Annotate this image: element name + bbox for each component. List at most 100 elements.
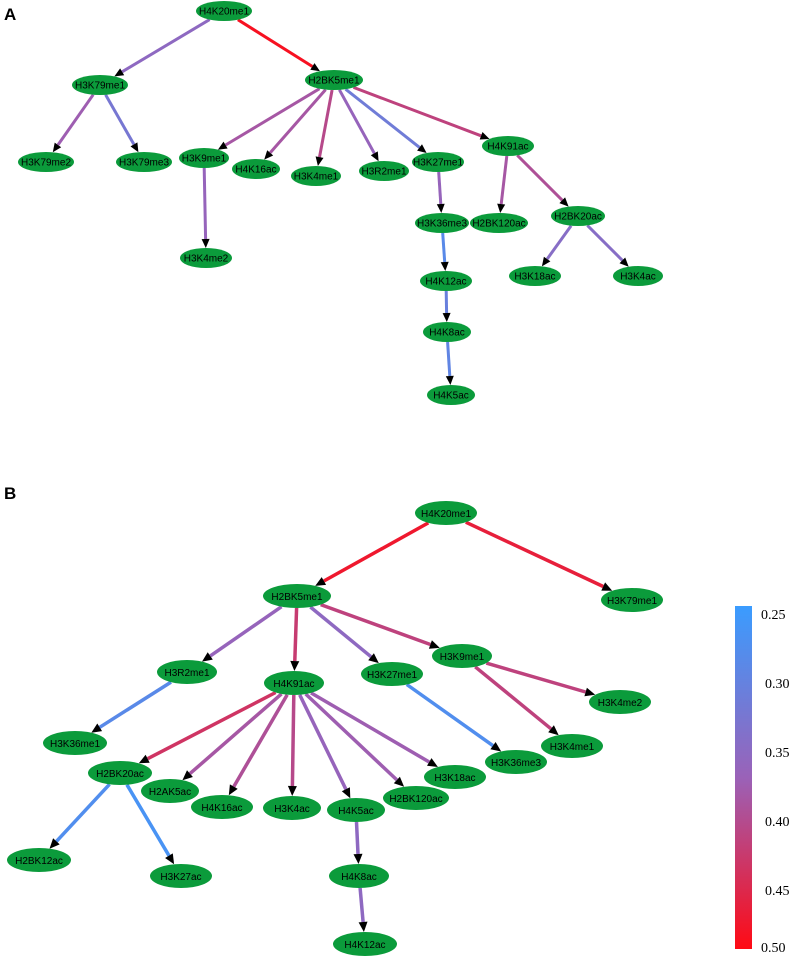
arrowhead-icon <box>445 375 454 385</box>
node-ellipse <box>383 786 449 810</box>
arrowhead-icon <box>228 784 238 796</box>
node-label: H4K20me1 <box>421 509 471 520</box>
node-ellipse <box>191 795 253 819</box>
node-label: H2AK5ac <box>149 787 191 798</box>
node-label: H2BK120ac <box>389 794 442 805</box>
edge-line <box>293 607 299 662</box>
node-h3k9me1: H3K9me1 <box>432 644 492 668</box>
edge-line <box>232 693 289 788</box>
edge-line <box>358 887 365 923</box>
arrowhead-icon <box>315 156 324 166</box>
arrowhead-icon <box>182 770 193 781</box>
edge-line <box>237 18 314 68</box>
edge-line <box>298 694 348 791</box>
node-h3k4me2: H3K4me2 <box>589 690 651 714</box>
edge-line <box>446 341 452 377</box>
node-ellipse <box>7 848 71 872</box>
node-ellipse <box>427 385 475 405</box>
node-label: H3K27me1 <box>367 670 417 681</box>
node-ellipse <box>329 864 389 888</box>
arrowhead-icon <box>417 144 427 153</box>
node-h2bk5me1: H2BK5me1 <box>263 584 331 608</box>
arrowhead-icon <box>440 261 449 271</box>
arrowhead-icon <box>287 785 297 796</box>
color-scale-bar: 0.25 0.30 0.35 0.40 0.45 0.50 <box>735 606 790 956</box>
edge-h3r2me1-to-h3k36me1 <box>91 680 172 733</box>
node-h3k79me3: H3K79me3 <box>116 152 172 172</box>
node-ellipse <box>232 159 280 179</box>
edge-h3k9me1-to-h3k4me2 <box>485 661 596 697</box>
edge-line <box>354 821 360 855</box>
node-ellipse <box>157 660 217 684</box>
edge-line <box>224 87 321 147</box>
edge-h4k20me1-to-h2bk5me1 <box>315 521 430 586</box>
node-h3k79me1: H3K79me1 <box>601 588 663 612</box>
node-h3k4ac: H3K4ac <box>613 266 663 286</box>
node-ellipse <box>264 671 324 695</box>
node-ellipse <box>333 932 397 956</box>
node-ellipse <box>551 206 605 226</box>
arrowhead-icon <box>370 151 379 162</box>
edge-line <box>485 661 587 694</box>
edge-h3k36me3-to-h4k12ac <box>440 232 449 271</box>
node-label: H3K4me2 <box>598 698 643 709</box>
edge-line <box>320 602 431 647</box>
arrowhead-icon <box>217 141 228 150</box>
node-ellipse <box>305 70 363 90</box>
node-h3k27me1: H3K27me1 <box>361 662 423 686</box>
node-h3r2me1: H3R2me1 <box>157 660 217 684</box>
edge-h4k91ac-to-h2bk20ac <box>138 690 277 764</box>
edge-h4k5ac-to-h4k8ac <box>353 821 363 864</box>
node-h3k36me3: H3K36me3 <box>485 750 547 774</box>
arrowhead-icon <box>490 742 502 752</box>
node-label: H2BK12ac <box>15 856 63 867</box>
arrowhead-icon <box>436 203 445 213</box>
node-ellipse <box>88 761 152 785</box>
arrowhead-icon <box>559 197 569 207</box>
node-label: H4K8ac <box>341 872 377 883</box>
edge-h3k27me1-to-h3k36me3 <box>436 171 445 213</box>
edge-line <box>474 665 553 731</box>
node-ellipse <box>150 864 212 888</box>
arrowhead-icon <box>165 853 175 865</box>
node-label: H3K36me1 <box>50 739 100 750</box>
node-h4k5ac: H4K5ac <box>427 385 475 405</box>
node-ellipse <box>18 152 74 172</box>
node-ellipse <box>72 75 128 95</box>
node-h2bk12ac: H2BK12ac <box>7 848 71 872</box>
node-label: H2BK5me1 <box>308 76 360 87</box>
node-label: H3K4ac <box>620 272 656 283</box>
node-ellipse <box>327 798 385 822</box>
node-label: H3K79me1 <box>75 81 125 92</box>
edge-line <box>344 88 421 149</box>
node-h2ak5ac: H2AK5ac <box>141 779 199 803</box>
node-h2bk20ac: H2BK20ac <box>88 761 152 785</box>
arrowhead-icon <box>497 203 506 213</box>
edge-h2bk5me1-to-h3k27me1 <box>309 605 379 664</box>
edge-h2bk5me1-to-h4k91ac <box>290 607 300 671</box>
node-ellipse <box>263 796 321 820</box>
edge-h2bk20ac-to-h3k4ac <box>586 224 629 267</box>
node-h3k27ac: H3K27ac <box>150 864 212 888</box>
edge-h2bk5me1-to-h4k16ac <box>264 88 327 160</box>
arrowhead-icon <box>584 687 596 697</box>
edges-panel-a <box>52 18 629 385</box>
node-ellipse <box>423 322 471 342</box>
edge-line <box>318 89 334 158</box>
edge-h4k91ac-to-h4k5ac <box>298 694 351 799</box>
node-ellipse <box>415 213 469 233</box>
arrowhead-icon <box>310 63 320 72</box>
color-scale-tick-1: 0.30 <box>765 677 790 692</box>
node-label: H4K12ac <box>344 940 385 951</box>
edge-line <box>269 88 327 154</box>
arrowhead-icon <box>353 853 363 864</box>
edge-line <box>188 692 283 775</box>
node-h4k8ac: H4K8ac <box>329 864 389 888</box>
node-ellipse <box>485 750 547 774</box>
edge-line <box>441 232 447 263</box>
edge-line <box>56 93 95 146</box>
node-label: H3K9me1 <box>182 154 227 165</box>
edge-h2bk5me1-to-h3k9me1 <box>217 87 321 150</box>
